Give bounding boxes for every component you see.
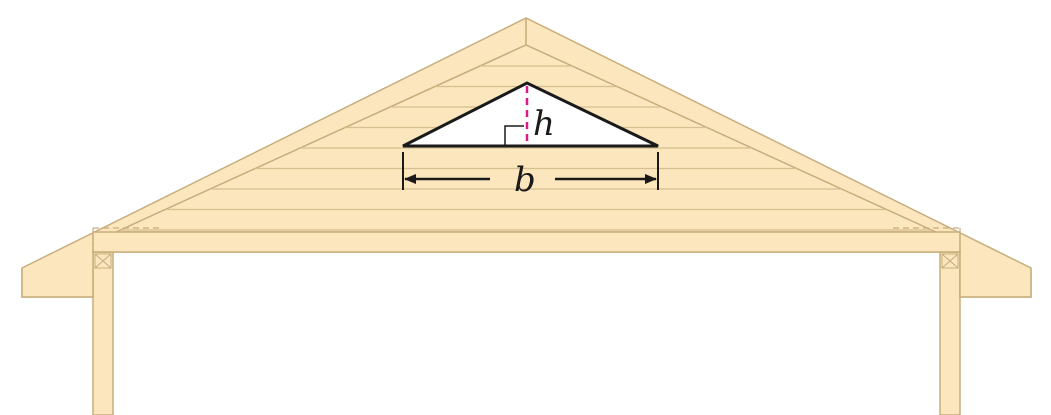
- right-wall-post: [939, 251, 961, 415]
- height-label: h: [533, 104, 555, 144]
- top-plate: [92, 231, 961, 253]
- vent-triangle: [402, 81, 659, 148]
- left-wall-post: [92, 251, 114, 415]
- left-post-block: [94, 253, 112, 269]
- base-label: b: [514, 160, 536, 200]
- right-angle-marker: [504, 125, 524, 145]
- right-post-block: [941, 253, 959, 269]
